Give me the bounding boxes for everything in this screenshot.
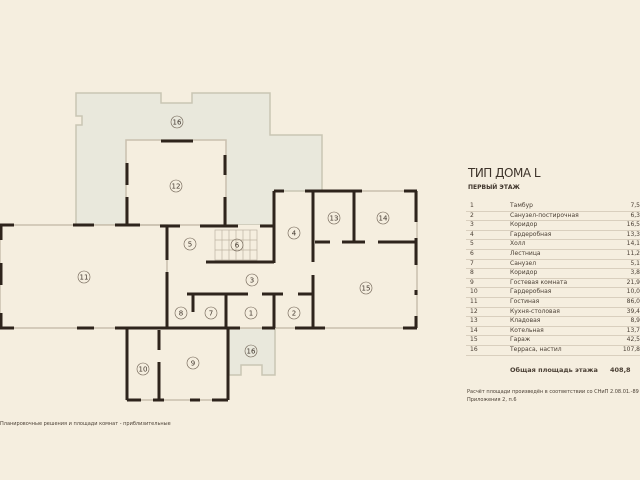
room-number: 2 (470, 211, 474, 219)
plan-label: 4 (292, 230, 297, 238)
table-row: 11 Гостиная 86,0 (466, 298, 640, 308)
plan-label: 12 (172, 183, 181, 191)
room-area: 14,1 (626, 240, 640, 248)
floor-subtitle: ПЕРВЫЙ ЭТАЖ (468, 184, 520, 191)
room-name: Холл (510, 240, 526, 248)
room-area: 21,9 (626, 278, 640, 286)
room-number: 8 (470, 269, 474, 277)
room-name: Гардеробная (510, 230, 552, 238)
plan-label: 14 (379, 215, 388, 223)
plan-label: 2 (292, 310, 296, 318)
plan-label: 1 (249, 310, 253, 318)
plan-label: 9 (191, 360, 195, 368)
plan-label: 8 (179, 310, 183, 318)
staircase (214, 229, 258, 261)
room-number: 13 (470, 317, 478, 325)
plan-label: 16 (173, 119, 182, 127)
room-area: 13,3 (626, 230, 640, 238)
table-row: 12 Кухня-столовая 39,4 (466, 308, 640, 318)
room-area: 8,9 (630, 317, 640, 325)
plan-label: 16 (247, 348, 256, 356)
room-name: Кухня-столовая (510, 307, 560, 315)
room-name: Гостиная (510, 297, 540, 305)
room-area: 6,3 (630, 211, 640, 219)
room-name: Котельная (510, 326, 544, 334)
room-name: Лестница (510, 249, 541, 257)
room-number: 15 (470, 336, 478, 344)
table-row: 7 Санузел 5,1 (466, 260, 640, 270)
room-area: 42,5 (626, 336, 640, 344)
total-area-label: Общая площадь этажа (510, 366, 598, 374)
room-number: 9 (470, 278, 474, 286)
room-area: 3,8 (630, 269, 640, 277)
room-number: 4 (470, 230, 474, 238)
room-area: 11,2 (626, 249, 640, 257)
floor-plan: 16 12 5 6 4 13 14 11 3 15 8 7 1 2 16 10 … (0, 92, 418, 402)
room-area: 7,5 (630, 202, 640, 209)
room-name: Санузел-постирочная (510, 211, 579, 219)
table-row: 2 Санузел-постирочная 6,3 (466, 212, 640, 222)
room-name: Тамбур (510, 202, 533, 209)
calc-note: Расчёт площади произведён в соответствии… (467, 389, 639, 395)
table-row: 9 Гостевая комната 21,9 (466, 279, 640, 289)
room-name: Коридор (510, 221, 538, 229)
room-number: 10 (470, 288, 478, 296)
table-row: 4 Гардеробная 13,3 (466, 231, 640, 241)
plan-label: 11 (80, 274, 89, 282)
house-type-title: ТИП ДОМА L (468, 166, 541, 180)
table-row: 3 Коридор 16,5 (466, 221, 640, 231)
room-area: 107,8 (622, 345, 640, 353)
table-row: 13 Кладовая 8,9 (466, 317, 640, 327)
table-row: 15 Гараж 42,5 (466, 336, 640, 346)
room-number: 12 (470, 307, 478, 315)
plan-label: 7 (209, 310, 213, 318)
plan-label: 5 (188, 241, 192, 249)
room-number: 14 (470, 326, 478, 334)
room-number: 1 (470, 202, 474, 209)
plan-label: 3 (250, 277, 254, 285)
walls (0, 139, 418, 402)
plan-label: 10 (139, 366, 148, 374)
room-name: Коридор (510, 269, 538, 277)
room-name: Гардеробная (510, 288, 552, 296)
room-area: 86,0 (626, 297, 640, 305)
table-row: 5 Холл 14,1 (466, 240, 640, 250)
calc-note-appendix: Приложения 2, п.6 (467, 397, 517, 403)
plan-label: 13 (330, 215, 339, 223)
room-area: 39,4 (626, 307, 640, 315)
room-number: 5 (470, 240, 474, 248)
room-name: Гараж (510, 336, 531, 344)
room-area: 5,1 (630, 259, 640, 267)
plan-label: 15 (362, 285, 371, 293)
room-name: Терраса, настил (510, 345, 562, 353)
room-number: 16 (470, 345, 478, 353)
room-area: 10,0 (626, 288, 640, 296)
room-number: 6 (470, 249, 474, 257)
table-row: 6 Лестница 11,2 (466, 250, 640, 260)
room-number: 3 (470, 221, 474, 229)
room-area: 16,5 (626, 221, 640, 229)
plan-label: 6 (235, 242, 240, 250)
room-number: 7 (470, 259, 474, 267)
table-row: 10 Гардеробная 10,0 (466, 288, 640, 298)
table-row: 16 Терраса, настил 107,8 (466, 346, 640, 356)
table-row: 1 Тамбур 7,5 (466, 202, 640, 212)
room-name: Санузел (510, 259, 537, 267)
room-number: 11 (470, 297, 478, 305)
total-area-value: 408,8 (610, 366, 631, 374)
disclaimer: Планировочные решения и площади комнат -… (0, 421, 171, 427)
table-row: 8 Коридор 3,8 (466, 269, 640, 279)
room-name: Кладовая (510, 317, 541, 325)
room-area: 13,7 (626, 326, 640, 334)
table-row: 14 Котельная 13,7 (466, 327, 640, 337)
room-name: Гостевая комната (510, 278, 568, 286)
room-labels (77, 115, 390, 376)
interior (0, 140, 417, 400)
